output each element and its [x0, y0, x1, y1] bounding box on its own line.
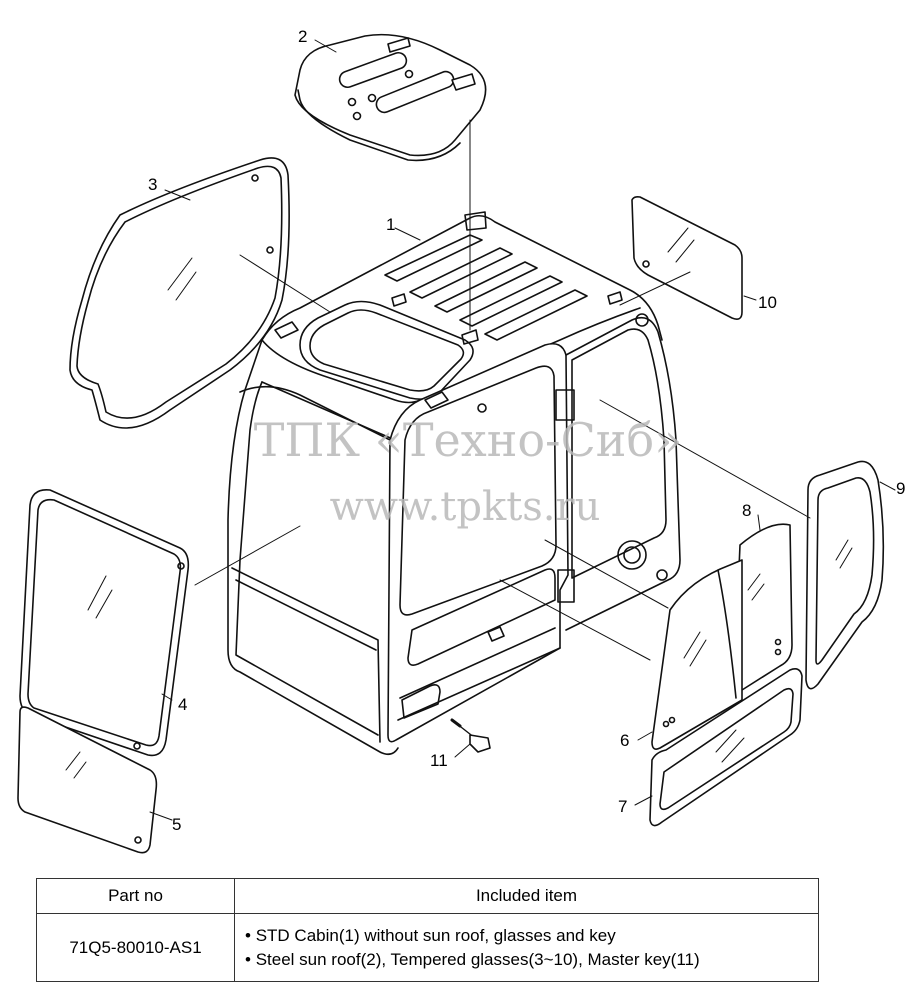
callout-10: 10 [758, 293, 777, 312]
callout-9: 9 [896, 479, 905, 498]
table-row: 71Q5-80010-AS1 STD Cabin(1) without sun … [36, 913, 819, 982]
header-included-item: Included item [234, 878, 819, 914]
callout-6: 6 [620, 731, 629, 750]
cabin-body-part [227, 211, 681, 756]
header-part-no: Part no [36, 878, 235, 914]
included-items-cell: STD Cabin(1) without sun roof, glasses a… [234, 913, 819, 982]
glass-part-10 [631, 196, 743, 320]
glass-part-9 [805, 460, 885, 690]
callout-5: 5 [172, 815, 181, 834]
callout-7: 7 [618, 797, 627, 816]
callout-3: 3 [148, 175, 157, 194]
callout-4: 4 [178, 695, 187, 714]
callout-8: 8 [742, 501, 751, 520]
included-item: STD Cabin(1) without sun roof, glasses a… [245, 924, 808, 948]
parts-table: Part no Included item 71Q5-80010-AS1 STD… [36, 878, 819, 982]
part-number-cell: 71Q5-80010-AS1 [36, 913, 235, 982]
sun-roof-part [294, 33, 487, 162]
cabin-exploded-diagram: ТПК «Техно-Сиб» www.tpkts.ru 2 1 3 10 9 … [17, 27, 905, 854]
included-items-list: STD Cabin(1) without sun roof, glasses a… [245, 924, 808, 972]
watermark-title: ТПК «Техно-Сиб» [254, 413, 683, 467]
callout-11: 11 [430, 751, 448, 770]
included-item: Steel sun roof(2), Tempered glasses(3~10… [245, 948, 808, 972]
watermark-url: www.tpkts.ru [330, 484, 601, 530]
glass-part-4 [19, 488, 190, 757]
callout-2: 2 [298, 27, 307, 46]
table-header-row: Part no Included item [36, 878, 819, 914]
glass-part-5 [17, 706, 158, 854]
leader-lines [149, 39, 896, 821]
glass-part-6 [651, 559, 743, 750]
callout-1: 1 [386, 215, 395, 234]
glass-part-3 [69, 157, 290, 429]
glass-part-7 [649, 668, 803, 827]
master-key-part [450, 718, 491, 753]
